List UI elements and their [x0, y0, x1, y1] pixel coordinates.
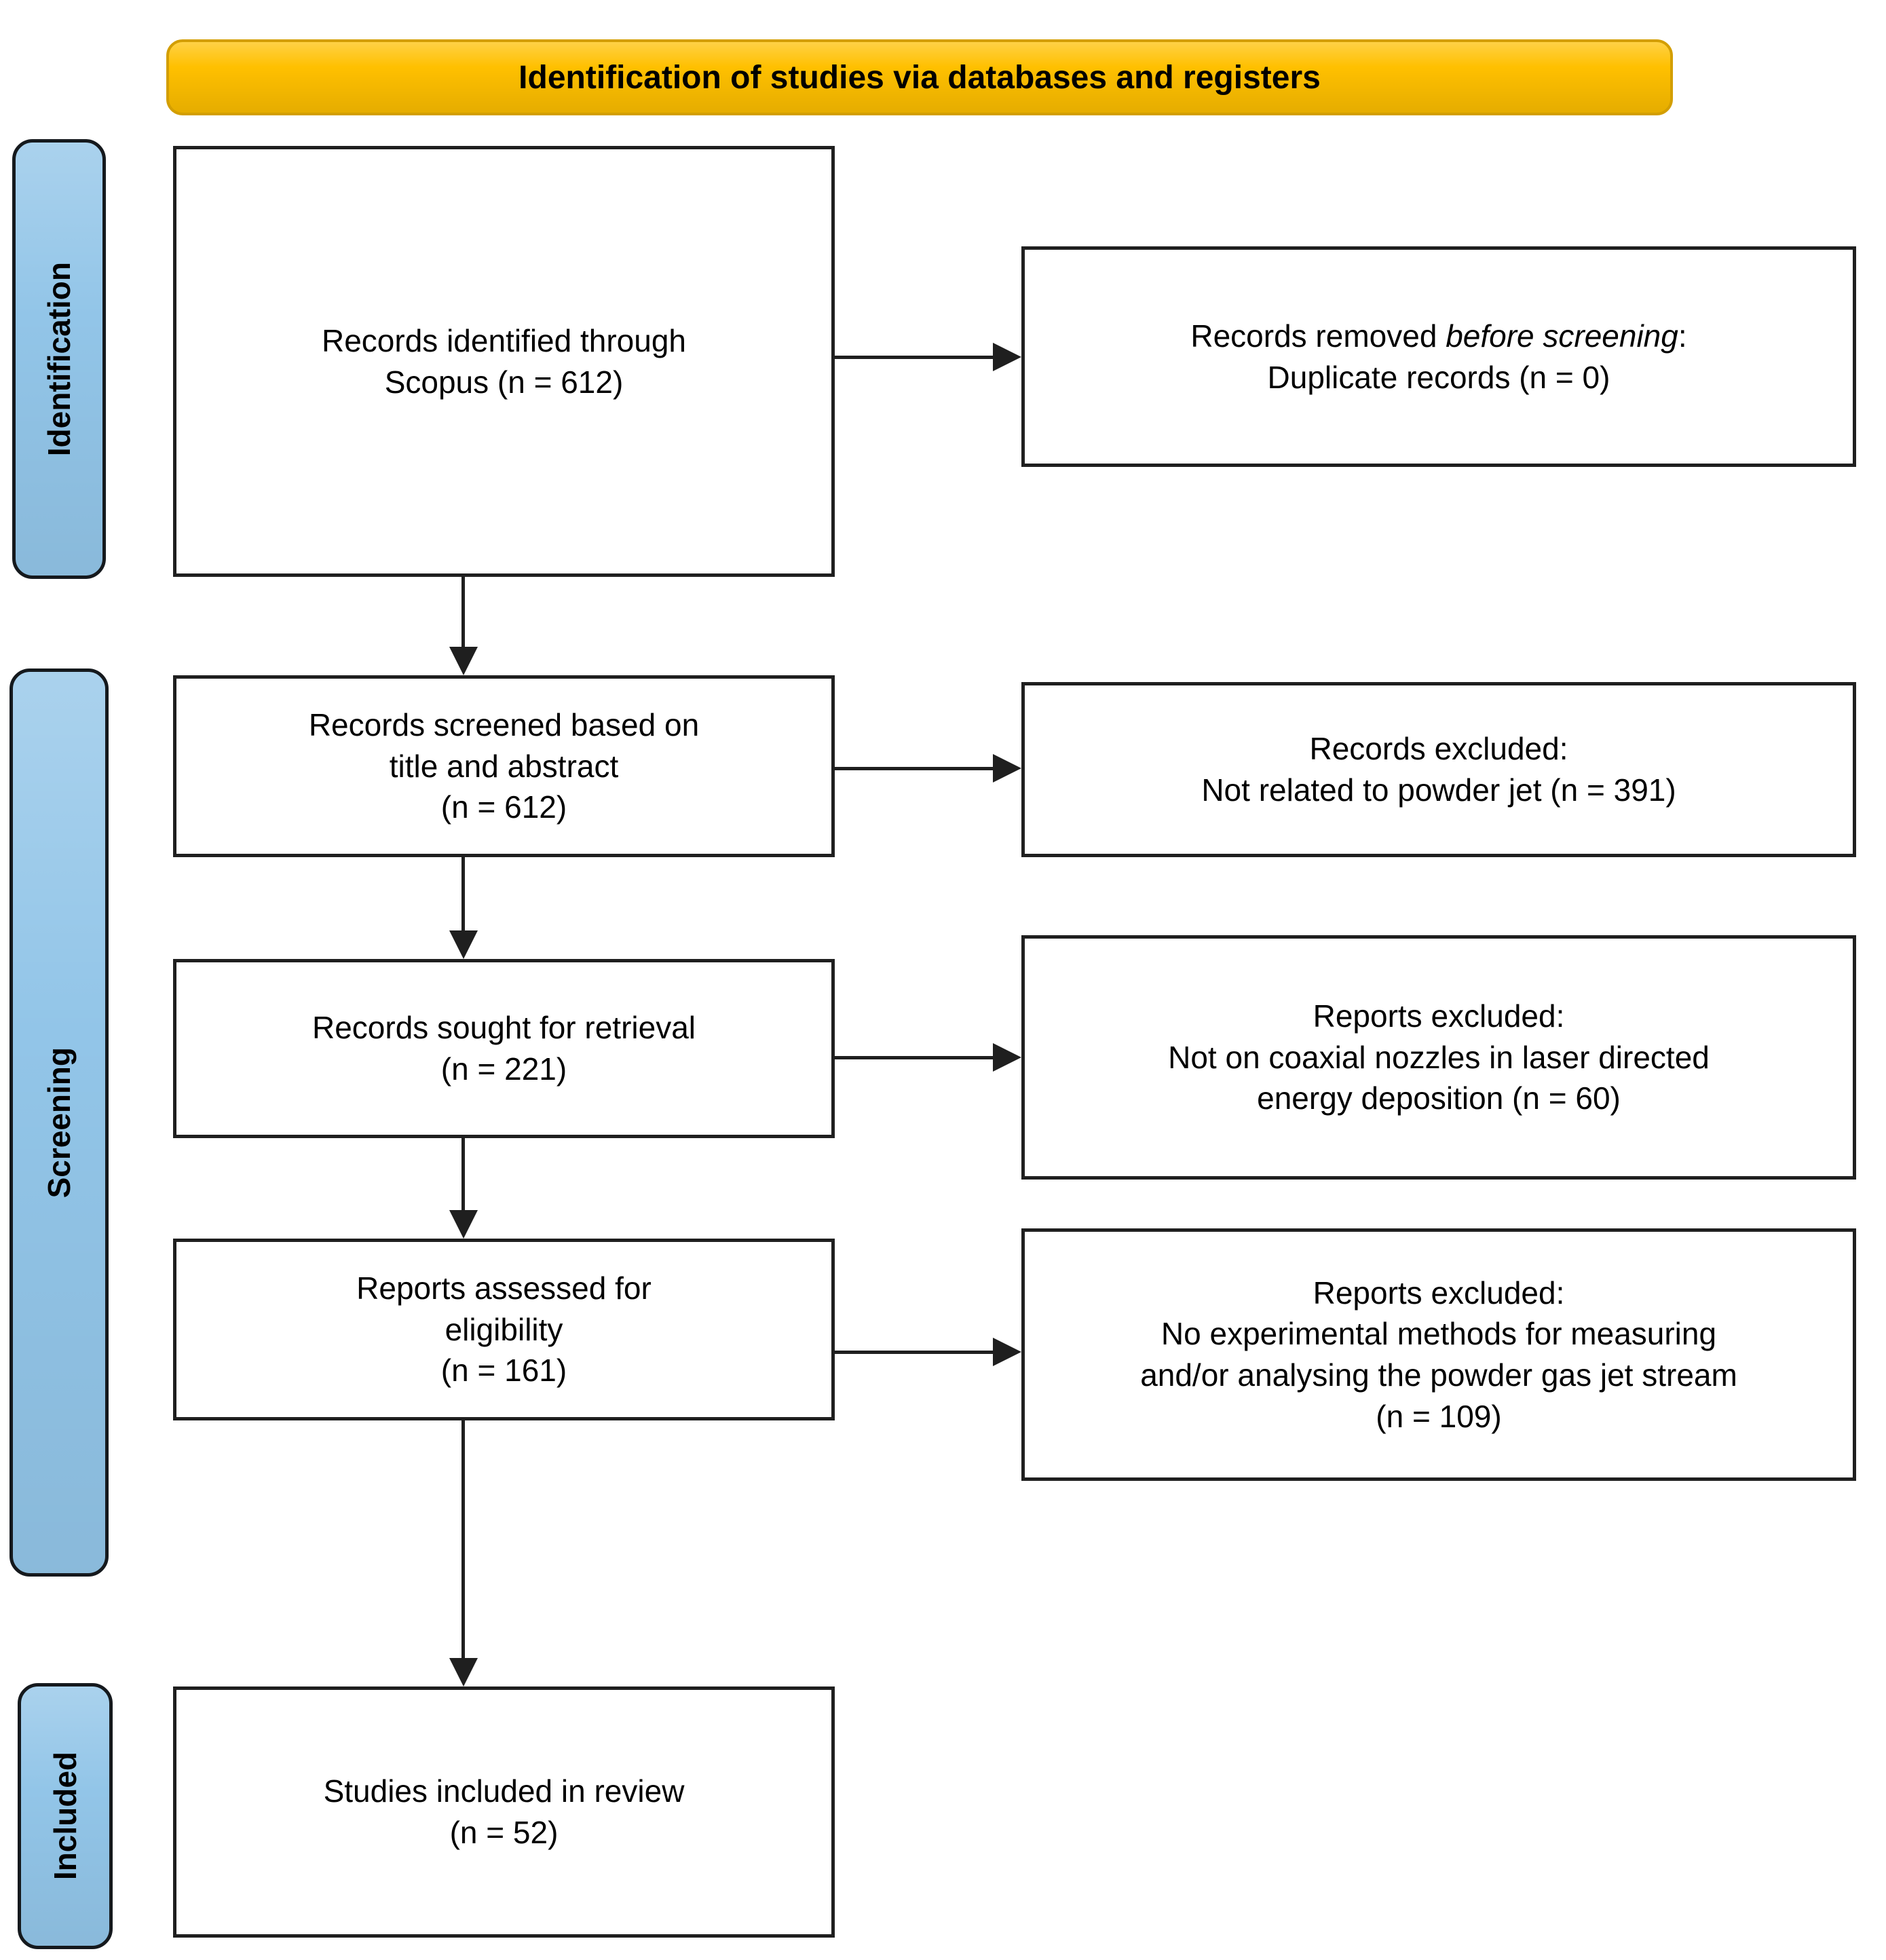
- stage-label-text: Identification: [41, 261, 77, 457]
- arrow-shaft: [835, 356, 994, 359]
- stage-label-screening: Screening: [10, 668, 109, 1577]
- flow-box-line: Records screened based on: [308, 706, 700, 742]
- header-title: Identification of studies via databases …: [518, 59, 1321, 96]
- flow-box-line: Records identified through: [322, 322, 686, 358]
- exclusion-title-prefix: Reports excluded:: [1313, 998, 1565, 1034]
- flow-box-line: Reports assessed for: [356, 1270, 652, 1306]
- arrow-head: [993, 1043, 1021, 1072]
- exclusion-box-title: Records excluded:: [1310, 728, 1568, 770]
- exclusion-box-line: energy deposition (n = 60): [1257, 1080, 1621, 1116]
- exclusion-box-line: Not related to powder jet (n = 391): [1201, 772, 1676, 808]
- arrow-head: [993, 1338, 1021, 1366]
- flow-box-reports-assessed: Reports assessed for eligibility (n = 16…: [173, 1239, 835, 1420]
- flow-box-line: Scopus (n = 612): [384, 364, 624, 400]
- arrow-head: [993, 343, 1021, 371]
- exclusion-box-line: (n = 109): [1376, 1398, 1502, 1434]
- flow-box-line: (n = 221): [440, 1051, 567, 1087]
- exclusion-box-reports-excluded-nozzles: Reports excluded: Not on coaxial nozzles…: [1021, 935, 1856, 1180]
- exclusion-title-prefix: Reports excluded:: [1313, 1275, 1565, 1311]
- arrow-shaft: [835, 767, 994, 770]
- arrow-head: [449, 647, 478, 675]
- flow-box-records-identified: Records identified through Scopus (n = 6…: [173, 146, 835, 577]
- arrow-shaft: [835, 1056, 994, 1059]
- exclusion-box-title: Records removed before screening:: [1190, 316, 1686, 357]
- exclusion-box-line: and/or analysing the powder gas jet stre…: [1140, 1357, 1737, 1393]
- exclusion-box-title: Reports excluded:: [1313, 1273, 1565, 1314]
- arrow-head: [449, 1658, 478, 1686]
- flow-box-line: (n = 52): [449, 1815, 559, 1850]
- arrow-head: [449, 1210, 478, 1239]
- arrow-shaft: [461, 1420, 465, 1661]
- arrow-head: [993, 754, 1021, 783]
- exclusion-title-prefix: Records excluded:: [1309, 731, 1568, 767]
- exclusion-box-records-removed: Records removed before screening: Duplic…: [1021, 246, 1856, 467]
- exclusion-title-italic: before screening: [1446, 318, 1678, 354]
- arrow-shaft: [461, 857, 465, 933]
- flow-box-records-sought: Records sought for retrieval (n = 221): [173, 959, 835, 1138]
- flow-box-studies-included: Studies included in review (n = 52): [173, 1686, 835, 1938]
- flow-box-line: (n = 612): [440, 789, 567, 825]
- exclusion-box-line: Duplicate records (n = 0): [1267, 359, 1610, 395]
- stage-label-text: Included: [48, 1752, 83, 1881]
- exclusion-box-title: Reports excluded:: [1313, 996, 1565, 1037]
- arrow-shaft: [461, 1138, 465, 1213]
- arrow-head: [449, 930, 478, 959]
- flow-box-line: Studies included in review: [323, 1773, 685, 1809]
- exclusion-box-line: No experimental methods for measuring: [1161, 1316, 1717, 1352]
- stage-label-text: Screening: [41, 1047, 77, 1199]
- exclusion-box-reports-excluded-methods: Reports excluded: No experimental method…: [1021, 1228, 1856, 1481]
- header-banner: Identification of studies via databases …: [166, 39, 1673, 115]
- flow-box-line: title and abstract: [389, 748, 619, 784]
- stage-label-included: Included: [18, 1683, 113, 1949]
- exclusion-title-prefix: Records removed: [1190, 318, 1446, 354]
- exclusion-box-records-excluded: Records excluded: Not related to powder …: [1021, 682, 1856, 857]
- flow-box-line: eligibility: [445, 1311, 563, 1347]
- stage-label-identification: Identification: [12, 139, 106, 579]
- exclusion-title-suffix: :: [1678, 318, 1687, 354]
- arrow-shaft: [835, 1351, 994, 1354]
- flow-box-line: Records sought for retrieval: [312, 1010, 696, 1046]
- arrow-shaft: [461, 577, 465, 649]
- exclusion-box-line: Not on coaxial nozzles in laser directed: [1168, 1039, 1710, 1075]
- flow-box-line: (n = 161): [440, 1353, 567, 1389]
- flow-box-records-screened: Records screened based on title and abst…: [173, 675, 835, 857]
